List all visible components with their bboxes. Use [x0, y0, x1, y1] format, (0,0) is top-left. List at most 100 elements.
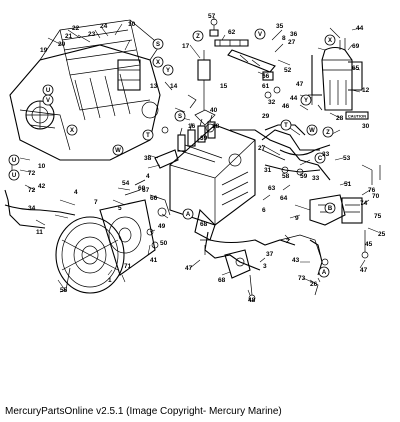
ref-letter-A-lower: A: [318, 266, 330, 278]
callout-55: 55: [60, 287, 68, 294]
callout-74: 74: [360, 200, 368, 207]
engine-block: [9, 19, 161, 161]
callout-54: 54: [122, 180, 130, 187]
callout-52: 52: [284, 67, 292, 74]
callout-47-b: 47: [185, 265, 193, 272]
timing-gear-assembly: [55, 199, 156, 294]
svg-text:V: V: [258, 32, 262, 38]
ref-letter-X-right: X: [324, 34, 336, 46]
ref-letter-B-right: B: [324, 202, 336, 214]
callout-3: 3: [263, 263, 267, 270]
ref-letter-Y-top: Y: [162, 64, 174, 76]
callout-12: 12: [362, 87, 370, 94]
callout-38: 38: [144, 155, 152, 162]
callout-63: 63: [268, 185, 276, 192]
callout-65: 65: [352, 65, 360, 72]
callout-75: 75: [374, 213, 382, 220]
callout-37: 37: [266, 251, 274, 258]
svg-text:X: X: [70, 128, 74, 134]
callout-72-a: 72: [28, 170, 36, 177]
callout-2: 2: [286, 238, 290, 245]
callout-8: 8: [282, 35, 286, 42]
callout-14: 14: [170, 83, 178, 90]
callout-66: 66: [150, 195, 158, 202]
leader-lines: [19, 17, 379, 296]
callout-5: 5: [118, 205, 122, 212]
callout-53: 53: [343, 155, 351, 162]
callout-23: 23: [88, 31, 96, 38]
return-line-assembly: [261, 129, 331, 176]
callout-62: 62: [228, 29, 236, 36]
callout-18: 18: [212, 123, 220, 130]
callout-47-a: 47: [296, 81, 304, 88]
callout-26: 26: [310, 281, 318, 288]
callout-30: 30: [362, 123, 370, 130]
callout-67: 67: [142, 187, 150, 194]
ref-letter-T-mid: T: [142, 129, 154, 141]
ref-letter-W-right: W: [306, 124, 318, 136]
callout-47-c: 47: [360, 267, 368, 274]
svg-text:Z: Z: [196, 34, 200, 40]
ref-letter-Z-top: Z: [192, 30, 204, 42]
callout-27-a: 27: [288, 39, 296, 46]
callout-71: 71: [124, 263, 132, 270]
caution-tag: CAUTION: [345, 111, 369, 120]
callout-57: 57: [208, 13, 216, 20]
ref-letter-Z-right: Z: [322, 126, 334, 138]
svg-text:S: S: [156, 42, 160, 48]
svg-text:W: W: [309, 128, 315, 134]
callout-58: 58: [282, 173, 290, 180]
callout-36: 36: [290, 31, 298, 38]
callout-44-b: 44: [290, 95, 298, 102]
callout-56: 56: [262, 73, 270, 80]
svg-text:U: U: [12, 158, 16, 164]
callout-43: 43: [292, 257, 300, 264]
svg-text:C: C: [318, 156, 323, 162]
ref-letter-Y-right: Y: [300, 94, 312, 106]
callout-25: 25: [378, 231, 386, 238]
image-caption: MercuryPartsOnline v2.5.1 (Image Copyrig…: [5, 406, 282, 417]
ref-letter-U-left-lower-2: U: [8, 169, 20, 181]
svg-text:X: X: [156, 60, 160, 66]
callout-9: 9: [295, 215, 299, 222]
callout-22: 22: [72, 25, 80, 32]
callout-50: 50: [160, 240, 168, 247]
ref-letter-V-left: V: [42, 94, 54, 106]
svg-text:A: A: [322, 270, 327, 276]
callout-34: 34: [28, 205, 36, 212]
callout-10-b: 10: [38, 163, 46, 170]
ref-letter-C-right: C: [314, 152, 326, 164]
callout-20: 20: [58, 41, 66, 48]
callout-24: 24: [100, 23, 108, 30]
callout-68-b: 68: [218, 277, 226, 284]
callout-61: 61: [262, 83, 270, 90]
callout-21: 21: [65, 33, 73, 40]
callout-33-a: 33: [322, 151, 330, 158]
svg-text:Y: Y: [166, 68, 170, 74]
callout-29: 29: [262, 113, 270, 120]
callout-48: 48: [248, 297, 256, 304]
callout-76: 76: [368, 187, 376, 194]
ref-letter-W-engine: W: [112, 144, 124, 156]
callout-19: 19: [40, 47, 48, 54]
callout-27-b: 27: [258, 145, 266, 152]
callout-39: 39: [200, 135, 208, 142]
ref-letter-T-right: T: [280, 119, 292, 131]
callout-69: 69: [352, 43, 360, 50]
svg-text:V: V: [46, 98, 50, 104]
callout-70: 70: [372, 193, 380, 200]
callout-17: 17: [182, 43, 190, 50]
callout-59: 59: [300, 173, 308, 180]
ref-letter-U-left: U: [42, 84, 54, 96]
svg-text:W: W: [115, 148, 121, 154]
callout-44-a: 44: [356, 25, 364, 32]
exploded-parts-diagram: S V Z X Y U V X W S T X Y W Z T U U A B …: [4, 13, 386, 304]
small-parts-top: [154, 18, 281, 169]
callout-40: 40: [210, 107, 218, 114]
svg-text:S: S: [178, 114, 182, 120]
ref-letter-A-pump: A: [182, 208, 194, 220]
callout-68-a: 68: [200, 221, 208, 228]
callout-49: 49: [158, 223, 166, 230]
fuel-filter: [308, 38, 363, 111]
svg-text:U: U: [12, 173, 16, 179]
